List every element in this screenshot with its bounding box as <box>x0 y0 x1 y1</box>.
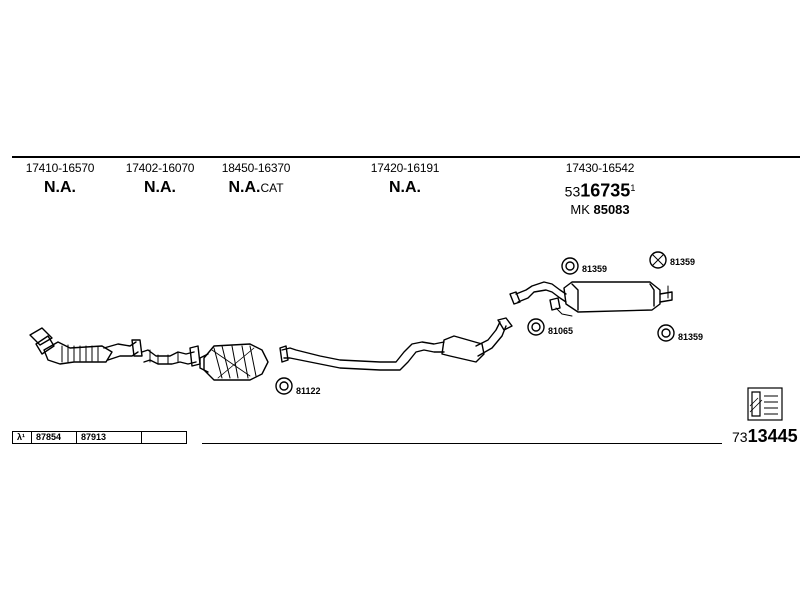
part-number: 17402-16070 <box>125 161 195 175</box>
availability-label: N.A. <box>43 179 76 196</box>
mk-number: MK 85083 <box>570 201 630 217</box>
availability-label: N.A. <box>388 179 421 196</box>
gasket-ring-81065 <box>527 318 545 336</box>
code-cell: 87854 <box>31 431 77 444</box>
part-number: 17410-16570 <box>25 161 95 175</box>
column-2: 17402-16070 N.A. <box>126 161 195 198</box>
hanger-ring-81359-bottom <box>657 324 675 342</box>
cat-suffix: CAT <box>260 181 284 195</box>
label-81359-right: 81359 <box>670 257 695 267</box>
label-81359-left: 81359 <box>582 264 607 274</box>
book-icon <box>747 387 783 421</box>
intermediate-pipe <box>141 345 201 367</box>
hanger-ring-81359-right <box>649 251 667 269</box>
catalytic-converter <box>199 343 269 381</box>
reference-number: 7313445 <box>732 426 798 446</box>
main-part-number: 53167351 <box>564 180 636 201</box>
rear-muffler <box>509 281 673 317</box>
column-4: 17420-16191 N.A. <box>371 161 440 198</box>
column-1: 17410-16570 N.A. <box>26 161 95 198</box>
lambda-cell: λ¹ <box>12 431 32 444</box>
header-divider <box>12 156 800 158</box>
part-number: 17430-16542 <box>565 161 635 175</box>
footer-divider <box>202 443 722 444</box>
codes-table: λ¹ 87854 87913 <box>12 431 187 444</box>
column-5: 17430-16542 53167351 MK 85083 <box>565 161 636 218</box>
center-pipe <box>279 317 513 371</box>
code-cell <box>141 431 187 444</box>
part-number: 17420-16191 <box>370 161 440 175</box>
gasket-ring-81122 <box>275 377 293 395</box>
front-pipe <box>29 327 143 365</box>
availability-label: N.A. <box>143 179 176 196</box>
availability-label: N.A.CAT <box>228 179 284 196</box>
part-number: 18450-16370 <box>221 161 291 175</box>
column-3: 18450-16370 N.A.CAT <box>222 161 291 198</box>
label-81122: 81122 <box>296 386 321 396</box>
label-81065: 81065 <box>548 326 573 336</box>
code-cell: 87913 <box>76 431 142 444</box>
label-81359-bottom: 81359 <box>678 332 703 342</box>
hanger-ring-81359-left <box>561 257 579 275</box>
